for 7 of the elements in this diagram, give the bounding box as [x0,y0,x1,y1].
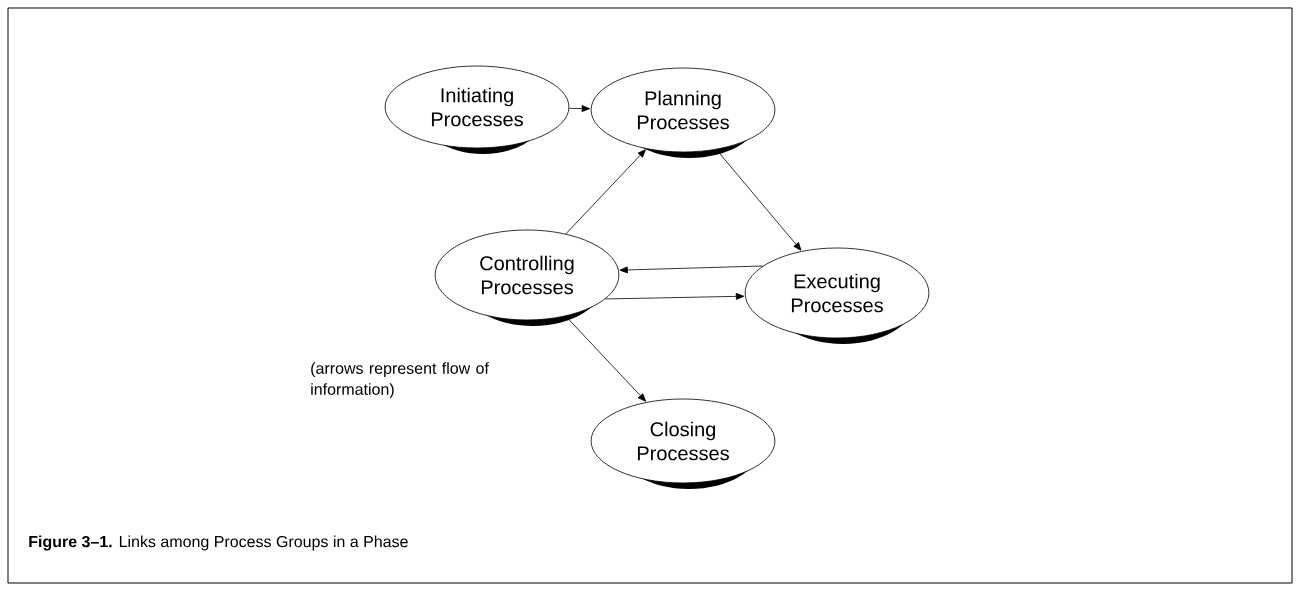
arrow [568,105,591,112]
arrow [605,292,745,300]
caption: Figure 3–1. Links among Process Groups in a Phase [29,535,408,551]
note: (arrows represent flow of information) [311,362,489,399]
arrow [715,149,802,251]
arrow [565,149,646,235]
arrow [619,265,764,274]
